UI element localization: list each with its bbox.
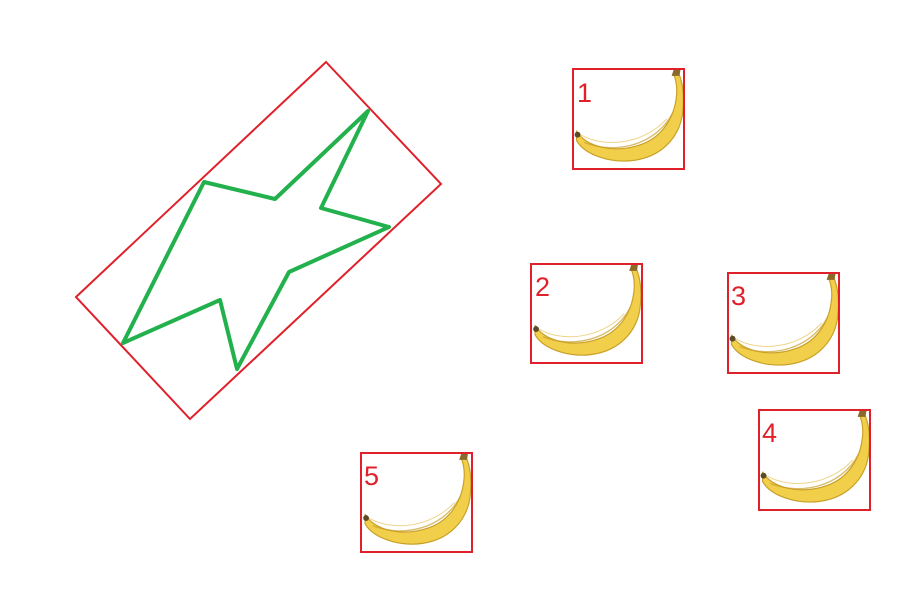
banana-box-2: 2 [530,263,643,364]
rotated-bounding-box [74,60,443,421]
box-label: 5 [364,461,379,491]
bounding-box [758,409,871,511]
box-label: 2 [535,272,550,302]
star-outline-icon [121,109,391,371]
banana-box-1: 1 [572,68,685,170]
bounding-box [727,272,840,374]
banana-icon [362,454,471,545]
bounding-box [572,68,685,170]
banana-box-4: 4 [758,409,871,511]
banana-box-5: 5 [360,452,473,553]
box-label: 4 [762,418,777,448]
box-label: 3 [731,281,746,311]
bounding-box [360,452,473,553]
box-label: 1 [577,78,592,108]
banana-box-3: 3 [727,272,840,374]
bounding-box [530,263,643,364]
